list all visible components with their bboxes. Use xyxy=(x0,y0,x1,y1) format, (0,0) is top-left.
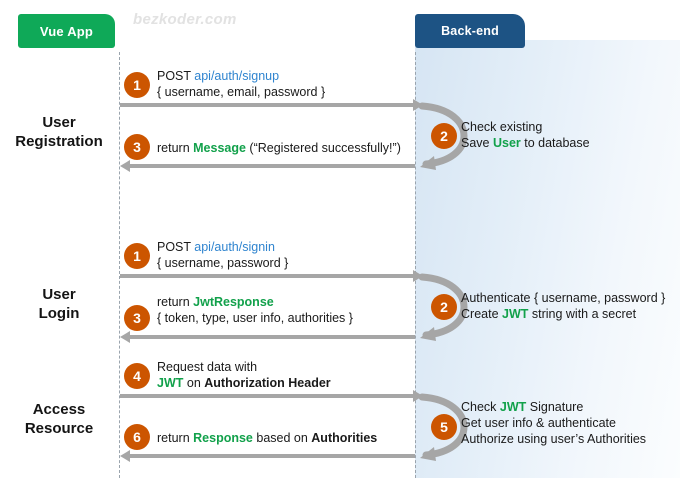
message-signup-request-line2: { username, email, password } xyxy=(157,85,326,99)
lane-header-vue-app: Vue App xyxy=(18,14,115,48)
step-badge-5-check: 5 xyxy=(431,414,457,440)
section-label-user-login-line1: User xyxy=(42,286,76,303)
step-badge-1-signup: 1 xyxy=(124,72,150,98)
lifeline-server xyxy=(415,52,416,478)
message-signup-request-method: POST xyxy=(157,69,195,83)
lane-header-vue-app-label: Vue App xyxy=(39,23,94,39)
step-badge-6-response-number: 6 xyxy=(133,429,141,445)
self-loop-arrow-signup xyxy=(418,102,468,170)
arrow-signin-response xyxy=(120,331,415,343)
step-badge-3-signup: 3 xyxy=(124,134,150,160)
step-badge-5-check-number: 5 xyxy=(440,419,448,435)
message-resource-response-type: Response xyxy=(193,431,253,445)
message-signin-request-line1: POST api/auth/signin xyxy=(157,239,288,255)
message-signin-request-line2: { username, password } xyxy=(157,256,289,270)
message-signin-response: return JwtResponse { token, type, user i… xyxy=(157,294,353,326)
message-backend-signup: Check existing Save User to database xyxy=(461,119,590,151)
arrowhead-right-icon xyxy=(413,270,423,282)
message-backend-signup-save: Save xyxy=(461,136,493,150)
step-badge-1-signin-number: 1 xyxy=(133,248,141,264)
step-badge-2-signup-number: 2 xyxy=(440,128,448,144)
arrowhead-right-icon xyxy=(413,390,423,402)
arrow-signin-request xyxy=(120,270,423,282)
step-badge-2-signup: 2 xyxy=(431,123,457,149)
message-signup-request-line1: POST api/auth/signup xyxy=(157,68,325,84)
message-backend-signin-line1: Authenticate { username, password } xyxy=(461,291,666,305)
section-label-user-registration-line2: Registration xyxy=(15,133,103,150)
arrow-resource-response xyxy=(120,450,415,462)
message-signin-request: POST api/auth/signin { username, passwor… xyxy=(157,239,288,271)
message-signup-response-type: Message xyxy=(193,141,246,155)
message-signin-response-type: JwtResponse xyxy=(193,295,274,309)
section-label-access-resource-line1: Access xyxy=(32,401,86,418)
message-signin-response-line2: { token, type, user info, authorities } xyxy=(157,311,353,325)
message-resource-response-basedon: based on xyxy=(252,431,312,445)
message-backend-signin-secret: string with a secret xyxy=(528,307,637,321)
section-label-access-resource: Access Resource xyxy=(0,400,118,438)
arrowhead-left-icon xyxy=(120,160,130,172)
message-backend-signin: Authenticate { username, password } Crea… xyxy=(461,290,665,322)
backend-lane-panel xyxy=(415,40,680,478)
message-resource-request: Request data with JWT on Authorization H… xyxy=(157,359,331,391)
lifeline-client xyxy=(119,52,120,478)
step-badge-1-signin: 1 xyxy=(124,243,150,269)
section-label-user-registration: User Registration xyxy=(0,113,118,151)
message-backend-check-signature: Signature xyxy=(526,400,584,414)
self-loop-arrow-check xyxy=(418,393,468,461)
message-backend-check-line2: Get user info & authenticate xyxy=(461,416,616,430)
step-badge-3-signup-number: 3 xyxy=(133,139,141,155)
arrow-resource-request xyxy=(120,390,423,402)
message-backend-check-line1: Check JWT Signature xyxy=(461,399,646,415)
message-signin-response-return: return xyxy=(157,295,194,309)
arrow-signup-response xyxy=(120,160,415,172)
step-badge-3-signin-number: 3 xyxy=(133,310,141,326)
message-signin-response-line1: return JwtResponse xyxy=(157,294,353,310)
step-badge-3-signin: 3 xyxy=(124,305,150,331)
step-badge-1-signup-number: 1 xyxy=(133,77,141,93)
message-resource-response-authorities: Authorities xyxy=(311,431,378,445)
message-signup-request: POST api/auth/signup { username, email, … xyxy=(157,68,325,100)
message-backend-check: Check JWT Signature Get user info & auth… xyxy=(461,399,646,447)
arrow-signup-request xyxy=(120,99,423,111)
arrowhead-right-icon xyxy=(413,99,423,111)
message-backend-signup-line2: Save User to database xyxy=(461,135,590,151)
message-signin-request-endpoint: api/auth/signin xyxy=(194,240,275,254)
message-resource-response: return Response based on Authorities xyxy=(157,430,377,446)
message-signup-response: return Message (“Registered successfully… xyxy=(157,140,401,156)
message-resource-request-on: on xyxy=(183,376,205,390)
message-backend-signup-line1: Check existing xyxy=(461,120,543,134)
message-resource-request-header: Authorization Header xyxy=(204,376,331,390)
watermark-text: bezkoder.com xyxy=(133,11,237,28)
section-label-user-login: User Login xyxy=(0,285,118,323)
section-label-user-registration-line1: User xyxy=(42,114,76,131)
arrowhead-left-icon xyxy=(120,450,130,462)
message-signup-response-body: (“Registered successfully!”) xyxy=(245,141,401,155)
message-resource-request-jwt: JWT xyxy=(157,376,184,390)
section-label-access-resource-line2: Resource xyxy=(24,420,94,437)
message-backend-check-line3: Authorize using user’s Authorities xyxy=(461,432,647,446)
message-backend-signin-jwt: JWT xyxy=(502,307,529,321)
step-badge-4-request: 4 xyxy=(124,363,150,389)
message-signin-request-method: POST xyxy=(157,240,195,254)
step-badge-2-signin: 2 xyxy=(431,294,457,320)
step-badge-4-request-number: 4 xyxy=(133,368,141,384)
message-backend-signup-user: User xyxy=(492,136,521,150)
message-backend-signup-db: to database xyxy=(520,136,590,150)
message-signup-response-return: return xyxy=(157,141,194,155)
message-backend-check-check: Check xyxy=(461,400,500,414)
message-backend-signin-create: Create xyxy=(461,307,502,321)
message-backend-signin-line2: Create JWT string with a secret xyxy=(461,306,665,322)
lane-header-backend: Back-end xyxy=(415,14,525,48)
section-label-user-login-line2: Login xyxy=(38,305,80,322)
step-badge-6-response: 6 xyxy=(124,424,150,450)
message-resource-response-return: return xyxy=(157,431,194,445)
message-resource-request-line1: Request data with xyxy=(157,360,258,374)
message-backend-check-jwt: JWT xyxy=(499,400,527,414)
message-resource-request-line2: JWT on Authorization Header xyxy=(157,375,331,391)
self-loop-arrow-signin xyxy=(418,273,468,341)
arrowhead-left-icon xyxy=(120,331,130,343)
step-badge-2-signin-number: 2 xyxy=(440,299,448,315)
message-signup-request-endpoint: api/auth/signup xyxy=(194,69,280,83)
lane-header-backend-label: Back-end xyxy=(441,24,499,38)
